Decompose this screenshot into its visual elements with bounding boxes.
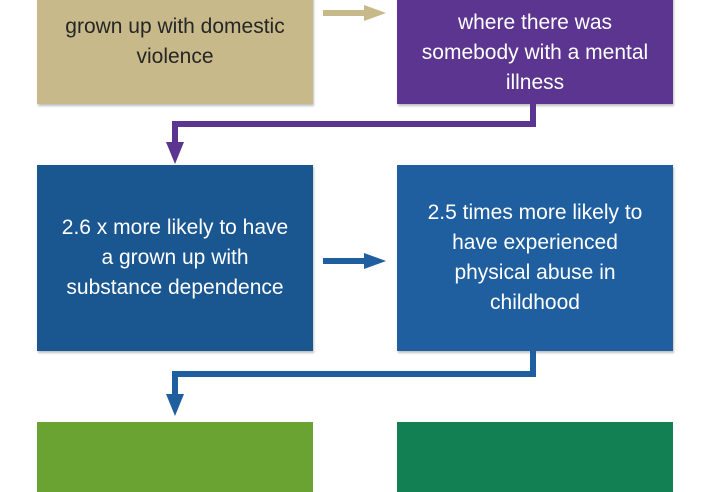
arrow-mental-to-substance	[166, 104, 536, 164]
arrow-domestic-to-mental	[323, 5, 386, 21]
arrow-physical-to-bottom	[166, 351, 536, 416]
domestic-violence-box: grown up with domestic violence	[37, 0, 313, 104]
flow-arrows	[166, 5, 536, 416]
physical-abuse-box: 2.5 times more likely to have experience…	[397, 165, 673, 351]
substance-dependence-box: 2.6 x more likely to have a grown up wit…	[37, 165, 313, 351]
mental-illness-box: where there was somebody with a mental i…	[397, 0, 673, 104]
arrow-substance-to-physical	[323, 253, 386, 269]
physical-abuse-text: 2.5 times more likely to have experience…	[427, 201, 643, 314]
domestic-violence-text: grown up with domestic violence	[65, 15, 285, 68]
mental-illness-text: where there was somebody with a mental i…	[421, 11, 649, 94]
substance-dependence-text: 2.6 x more likely to have a grown up wit…	[61, 216, 289, 299]
